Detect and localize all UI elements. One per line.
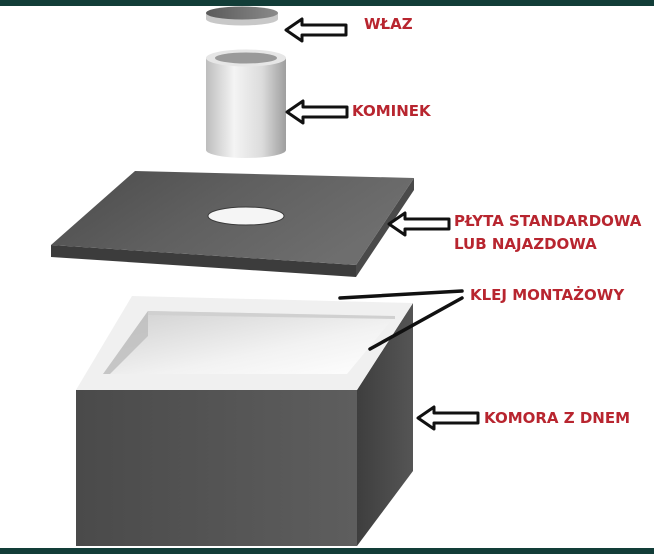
- hatch-cover: [206, 6, 278, 26]
- arrow-chimney-icon: [285, 99, 349, 125]
- label-slab-line2: LUB NAJAZDOWA: [454, 235, 597, 253]
- chamber-box: [76, 296, 413, 546]
- label-chamber: KOMORA Z DNEM: [484, 409, 630, 427]
- top-slab: [51, 171, 414, 277]
- chimney-ring: [206, 49, 286, 158]
- septic-tank-exploded-diagram: WŁAZ KOMINEK PŁYTA STANDARDOWA LUB NAJAZ…: [51, 6, 642, 546]
- diagram-canvas: WŁAZ KOMINEK PŁYTA STANDARDOWA LUB NAJAZ…: [0, 6, 654, 548]
- label-hatch: WŁAZ: [364, 15, 413, 33]
- label-adhesive: KLEJ MONTAŻOWY: [470, 285, 625, 304]
- adhesive-pointer-lines: [338, 289, 464, 351]
- arrow-slab-icon: [387, 211, 451, 237]
- arrow-hatch-icon: [284, 17, 348, 43]
- label-slab-line1: PŁYTA STANDARDOWA: [454, 212, 642, 230]
- arrow-chamber-icon: [416, 405, 480, 431]
- label-chimney: KOMINEK: [352, 102, 432, 120]
